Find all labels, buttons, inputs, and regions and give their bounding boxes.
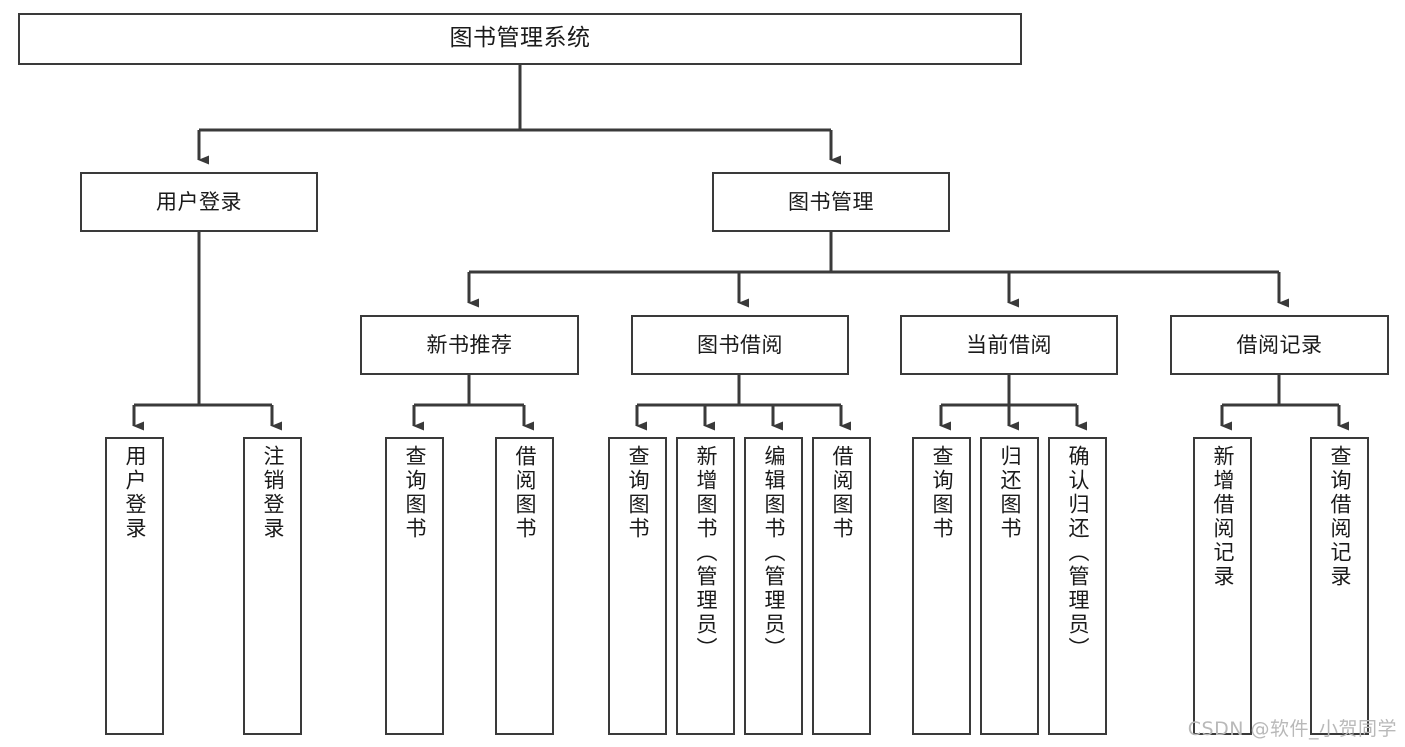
node-label: 借阅图书 <box>513 445 537 541</box>
node-label: 图书管理 <box>788 189 874 214</box>
node-label: 用户登录 <box>123 445 147 541</box>
node-borrow-record[interactable]: 借阅记录 <box>1170 315 1389 375</box>
node-label: 查询图书 <box>626 445 650 541</box>
node-label: 新书推荐 <box>426 332 513 357</box>
node-label: 查询图书 <box>403 445 427 541</box>
node-label: 新增图书（管理员） <box>694 445 718 661</box>
node-user-login[interactable]: 用户登录 <box>80 172 318 232</box>
node-leaf-logout[interactable]: 注销登录 <box>243 437 302 735</box>
node-new-book-recommend[interactable]: 新书推荐 <box>360 315 579 375</box>
node-label: 新增借阅记录 <box>1211 445 1235 589</box>
node-label: 用户登录 <box>156 189 242 214</box>
csdn-watermark: CSDN @软件_小贺同学 <box>1187 718 1397 740</box>
node-leaf-login[interactable]: 用户登录 <box>105 437 164 735</box>
node-label: 借阅记录 <box>1236 332 1323 357</box>
node-label: 当前借阅 <box>966 332 1052 357</box>
node-leaf-query-book-1[interactable]: 查询图书 <box>385 437 444 735</box>
node-leaf-query-book-3[interactable]: 查询图书 <box>912 437 971 735</box>
node-current-borrow[interactable]: 当前借阅 <box>900 315 1118 375</box>
node-label: 图书管理系统 <box>449 25 591 52</box>
node-book-management[interactable]: 图书管理 <box>712 172 950 232</box>
node-leaf-confirm-return[interactable]: 确认归还（管理员） <box>1048 437 1107 735</box>
node-root-system[interactable]: 图书管理系统 <box>18 13 1022 65</box>
node-label: 归还图书 <box>998 445 1022 541</box>
node-label: 编辑图书（管理员） <box>762 445 786 661</box>
node-leaf-borrow-book-1[interactable]: 借阅图书 <box>495 437 554 735</box>
node-label: 查询图书 <box>930 445 954 541</box>
node-leaf-borrow-book-2[interactable]: 借阅图书 <box>812 437 871 735</box>
node-label: 查询借阅记录 <box>1328 445 1352 589</box>
node-leaf-return-book[interactable]: 归还图书 <box>980 437 1039 735</box>
node-leaf-edit-book[interactable]: 编辑图书（管理员） <box>744 437 803 735</box>
node-leaf-query-book-2[interactable]: 查询图书 <box>608 437 667 735</box>
node-label: 确认归还（管理员） <box>1066 445 1090 661</box>
node-leaf-add-record[interactable]: 新增借阅记录 <box>1193 437 1252 735</box>
node-label: 图书借阅 <box>697 332 783 357</box>
node-leaf-add-book[interactable]: 新增图书（管理员） <box>676 437 735 735</box>
node-label: 借阅图书 <box>830 445 854 541</box>
node-label: 注销登录 <box>261 445 285 541</box>
node-leaf-query-record[interactable]: 查询借阅记录 <box>1310 437 1369 735</box>
node-book-borrow[interactable]: 图书借阅 <box>631 315 849 375</box>
